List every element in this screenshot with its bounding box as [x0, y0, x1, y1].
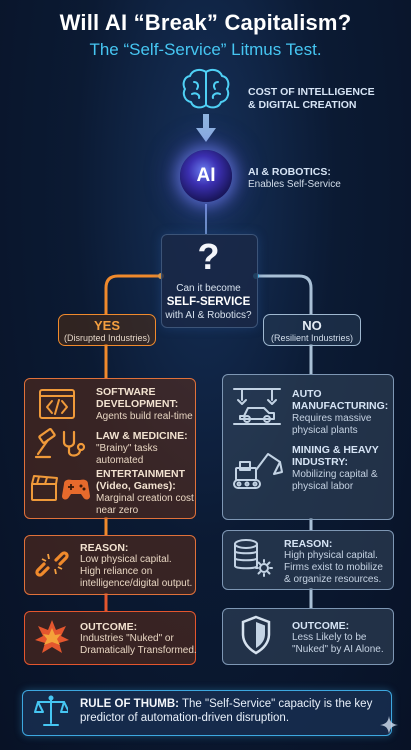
- mining-desc1: Mobilizing capital &: [292, 469, 378, 480]
- page-subtitle: The “Self-Service” Litmus Test.: [89, 40, 322, 59]
- decision-line2: SELF-SERVICE: [166, 296, 251, 308]
- no-outcome-line2: "Nuked" by AI Alone.: [292, 644, 384, 655]
- yes-reason-panel: [24, 535, 196, 595]
- no-sub: (Resilient Industries): [270, 333, 354, 343]
- rule-of-thumb-box: [22, 690, 392, 736]
- yes-sub: (Disrupted Industries): [63, 333, 151, 343]
- explosion-icon: [35, 620, 69, 653]
- law-desc2: automated: [96, 455, 144, 466]
- question-mark-icon: ?: [197, 236, 220, 277]
- rule-of-thumb-text: RULE OF THUMB: The "Self-Service" capaci…: [80, 697, 385, 725]
- resilient-industries-panel: [222, 374, 394, 520]
- no-reason-title: REASON:: [284, 538, 333, 550]
- auto-desc1: Requires massive: [292, 413, 372, 424]
- no-outcome-title: OUTCOME:: [292, 620, 350, 632]
- no-reason-line3: & organize resources.: [284, 574, 382, 585]
- brain-icon: [182, 68, 230, 109]
- no-outcome-panel: [222, 608, 394, 665]
- law-title: LAW & MEDICINE:: [96, 430, 188, 442]
- auto-desc2: physical plants: [292, 425, 358, 436]
- entertainment-title1: ENTERTAINMENT: [96, 468, 186, 480]
- page-title: Will AI “Break” Capitalism?: [59, 10, 352, 35]
- no-outcome-line1: Less Likely to be: [292, 632, 367, 643]
- rule-of-thumb-body: The "Self-Service" capacity is the key p…: [80, 698, 373, 724]
- no-reason-line2: Firms exist to mobilize: [284, 562, 383, 573]
- database-gear-icon: [234, 539, 273, 577]
- yes-pill: YES (Disrupted Industries): [58, 314, 156, 346]
- yes-reason-line2: High reliance on: [80, 566, 153, 577]
- ai-desc-text: Enables Self-Service: [248, 179, 341, 190]
- entertainment-desc2: near zero: [96, 505, 139, 516]
- rule-of-thumb-label: RULE OF THUMB:: [80, 698, 180, 710]
- arrow-down-icon: [196, 114, 216, 142]
- decision-line1: Can it become: [176, 283, 241, 294]
- decision-line3: with AI & Robotics?: [165, 310, 252, 321]
- decision-box: [161, 234, 258, 328]
- mining-desc2: physical labor: [292, 481, 354, 492]
- software-desc: Agents build real-time: [96, 411, 193, 422]
- yes-reason-line1: Low physical capital.: [80, 554, 172, 565]
- mining-title1: MINING & HEAVY: [292, 444, 379, 456]
- excavator-icon: [233, 453, 283, 489]
- cost-label-line1: COST OF INTELLIGENCE: [248, 86, 375, 98]
- factory-robot-icon: [233, 388, 281, 425]
- entertainment-title2: (Video, Games):: [96, 480, 176, 492]
- gavel-stethoscope-icon: [34, 428, 86, 459]
- yes-reason-line3: intelligence/digital output.: [80, 578, 193, 589]
- no-reason-line1: High physical capital.: [284, 550, 378, 561]
- yes-reason-title: REASON:: [80, 542, 129, 554]
- no-label: NO: [302, 318, 322, 333]
- sparkle-icon: [380, 716, 398, 734]
- auto-title1: AUTO: [292, 388, 322, 400]
- code-window-icon: [39, 389, 75, 419]
- broken-link-icon: [35, 551, 69, 577]
- shield-icon: [241, 615, 271, 655]
- software-title1: SOFTWARE: [96, 386, 156, 398]
- law-desc1: "Brainy" tasks: [96, 443, 158, 454]
- yes-outcome-line2: Dramatically Transformed.: [80, 645, 197, 656]
- auto-title2: MANUFACTURING:: [292, 400, 389, 412]
- scales-icon: [34, 695, 68, 726]
- software-title2: DEVELOPMENT:: [96, 398, 179, 410]
- yes-outcome-title: OUTCOME:: [80, 621, 138, 633]
- clapper-gamepad-icon: [31, 475, 90, 501]
- yes-label: YES: [93, 318, 120, 333]
- ai-orb: AI: [180, 150, 232, 202]
- ai-orb-label: AI: [196, 165, 216, 186]
- ai-desc-title: AI & ROBOTICS:: [248, 166, 331, 178]
- yes-outcome-panel: [24, 611, 196, 665]
- mining-title2: INDUSTRY:: [292, 456, 348, 468]
- entertainment-desc1: Marginal creation cost: [96, 493, 194, 504]
- yes-outcome-line1: Industries "Nuked" or: [80, 633, 174, 644]
- no-pill: NO (Resilient Industries): [263, 314, 361, 346]
- cost-label-line2: & DIGITAL CREATION: [248, 99, 357, 111]
